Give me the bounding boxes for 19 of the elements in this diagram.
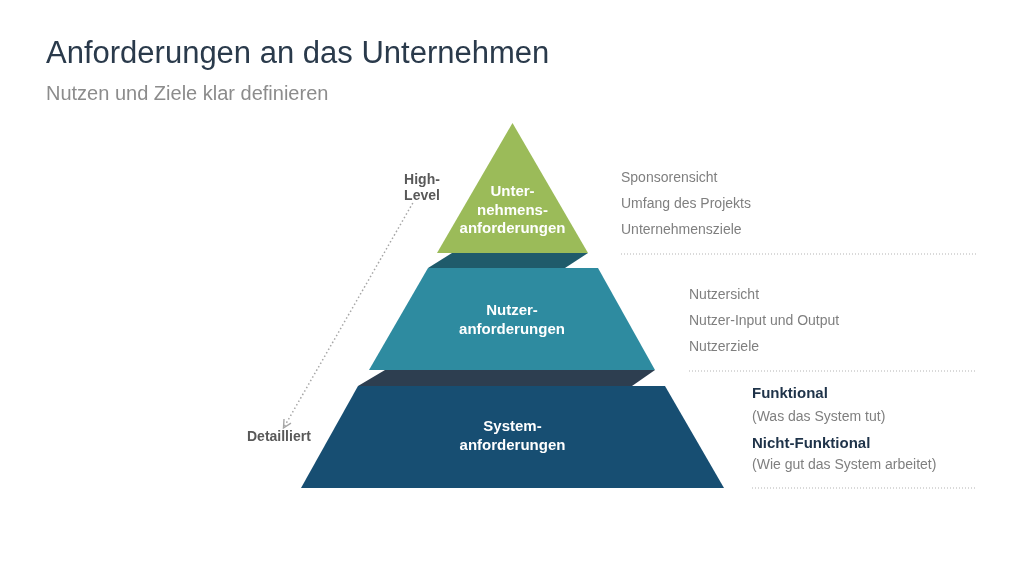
dotted-arrow: [282, 202, 414, 429]
description-text: Unternehmensziele: [621, 220, 742, 238]
scale-label: High- Level: [404, 171, 440, 203]
description-text: Nutzer-Input und Output: [689, 311, 840, 329]
description-text: Umfang des Projekts: [621, 194, 751, 212]
tier-label: Nutzer- anforderungen: [459, 301, 565, 338]
tier-label: Unter- nehmens- anforderungen: [459, 182, 566, 238]
description-text: Nutzersicht: [689, 285, 760, 303]
description-text: (Was das System tut): [752, 407, 886, 425]
tier-label: System- anforderungen: [459, 417, 566, 454]
scale-label: Detailliert: [247, 428, 311, 444]
description-text: Sponsorensicht: [621, 168, 718, 186]
category-heading: Funktional: [752, 384, 828, 402]
slide-title: Anforderungen an das Unternehmen: [46, 34, 550, 72]
category-heading: Nicht-Funktional: [752, 434, 871, 452]
description-text: (Wie gut das System arbeitet): [752, 455, 937, 473]
pyramid-tier: [369, 268, 655, 370]
slide-subtitle: Nutzen und Ziele klar definieren: [46, 81, 329, 105]
description-text: Nutzerziele: [689, 337, 760, 355]
